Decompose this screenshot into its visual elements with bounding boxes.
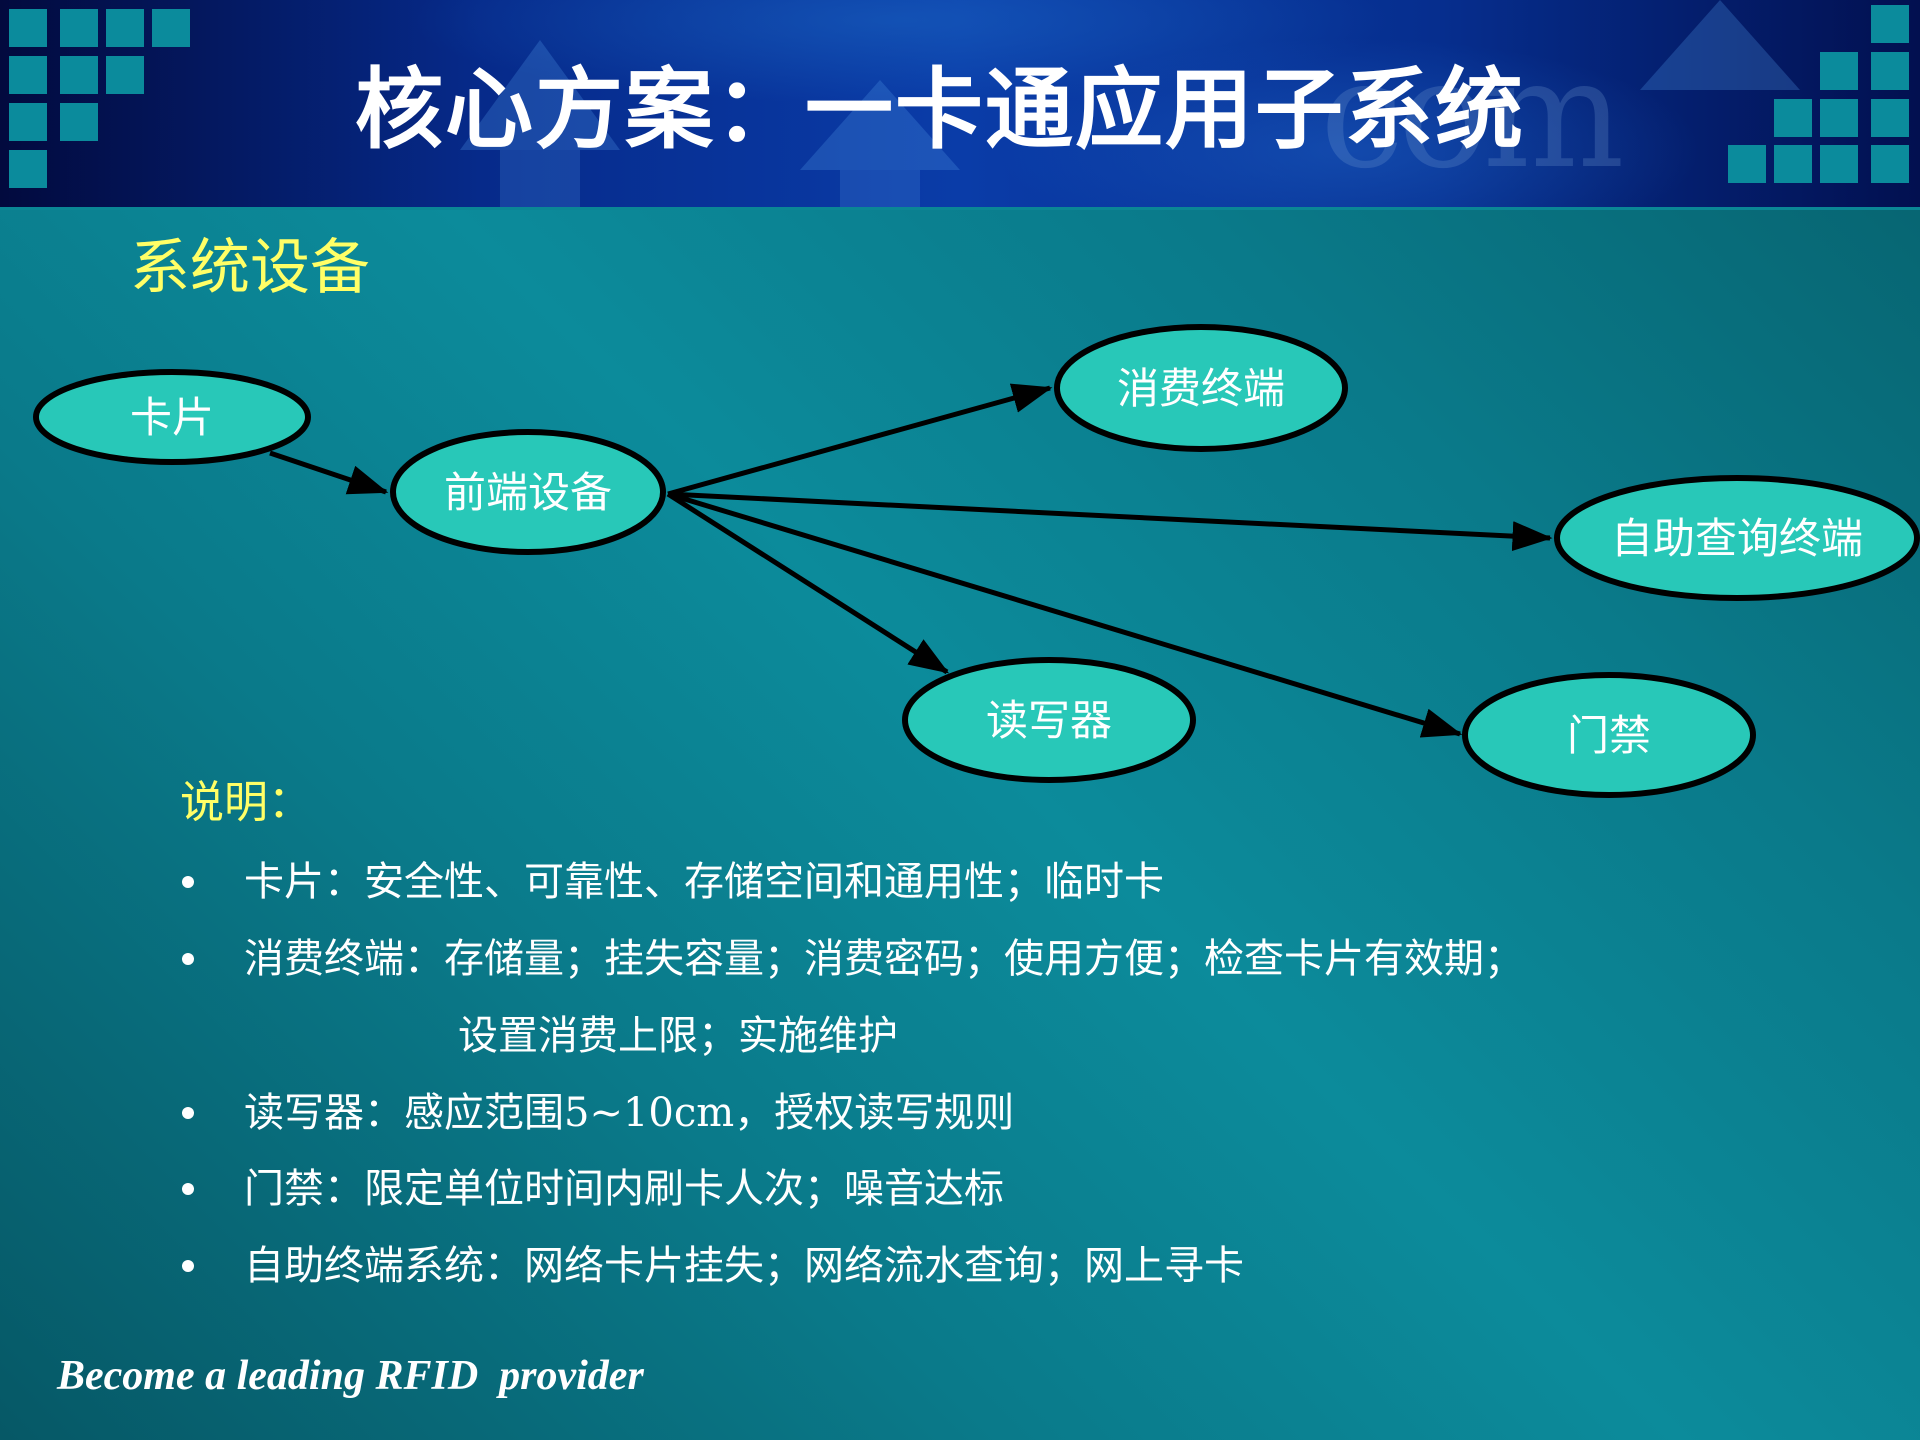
section-subtitle: 系统设备 [130, 233, 370, 303]
note-item-consumption-continued: 设置消费上限；实施维护 [458, 1013, 898, 1059]
edge-frontend-to-access [667, 491, 1463, 738]
node-card: 卡片 [33, 369, 311, 465]
notes-title: 说明： [180, 777, 312, 828]
decorative-square [1820, 52, 1858, 90]
edge-frontend-to-consumption [667, 383, 1053, 497]
node-reader: 读写器 [902, 657, 1196, 783]
node-card-label: 卡片 [130, 393, 214, 442]
edge-card-to-frontend [269, 450, 389, 495]
decorative-square [1871, 52, 1909, 90]
note-item-consumption: 消费终端：存储量；挂失容量；消费密码；使用方便；检查卡片有效期； [244, 936, 1524, 982]
header-banner: com 核心方案：一卡通应用子系统 [0, 0, 1920, 210]
decorative-square [1871, 99, 1909, 137]
header-watermark: com [1320, 28, 1625, 202]
node-frontend-device: 前端设备 [390, 429, 666, 555]
slide-title: 核心方案：一卡通应用子系统 [354, 58, 1525, 161]
node-self-query-terminal: 自助查询终端 [1554, 475, 1920, 601]
note-item-self-service: 自助终端系统：网络卡片挂失；网络流水查询；网上寻卡 [244, 1243, 1244, 1289]
decorative-square [60, 9, 98, 47]
footer-slogan: Become a leading RFID provider [57, 1353, 644, 1399]
decorative-arrow-graphic [460, 40, 620, 150]
decorative-square [1820, 99, 1858, 137]
node-access-control-label: 门禁 [1567, 711, 1651, 760]
edge-frontend-to-self-query [667, 491, 1553, 552]
bullet-icon [182, 1107, 194, 1119]
bullet-icon [182, 1183, 194, 1195]
decorative-square [60, 103, 98, 141]
node-frontend-device-label: 前端设备 [444, 468, 612, 517]
decorative-square [9, 150, 47, 188]
node-consumption-terminal: 消费终端 [1054, 324, 1348, 452]
decorative-square [1820, 145, 1858, 183]
decorative-square [106, 9, 144, 47]
decorative-square [9, 9, 47, 47]
note-item-card: 卡片：安全性、可靠性、存储空间和通用性；临时卡 [244, 859, 1164, 905]
decorative-square [1871, 5, 1909, 43]
note-item-access: 门禁：限定单位时间内刷卡人次；噪音达标 [244, 1166, 1004, 1212]
decorative-square [9, 56, 47, 94]
bullet-icon [182, 876, 194, 888]
decorative-arrow-stem [840, 170, 920, 207]
note-item-reader: 读写器：感应范围5~10cm，授权读写规则 [244, 1090, 1015, 1136]
node-reader-label: 读写器 [986, 696, 1112, 745]
decorative-square [1774, 145, 1812, 183]
node-consumption-terminal-label: 消费终端 [1117, 364, 1285, 413]
bullet-icon [182, 953, 194, 965]
decorative-arrow-stem [500, 150, 580, 207]
node-access-control: 门禁 [1462, 672, 1756, 798]
decorative-square [106, 56, 144, 94]
edge-frontend-to-reader [666, 491, 950, 675]
decorative-square [1774, 99, 1812, 137]
decorative-square [9, 103, 47, 141]
bullet-icon [182, 1260, 194, 1272]
decorative-square [1728, 145, 1766, 183]
node-self-query-terminal-label: 自助查询终端 [1611, 514, 1863, 563]
decorative-square [60, 56, 98, 94]
decorative-square [152, 9, 190, 47]
decorative-arrow-graphic [1640, 0, 1800, 90]
decorative-square [1871, 145, 1909, 183]
decorative-arrow-graphic [800, 80, 960, 170]
